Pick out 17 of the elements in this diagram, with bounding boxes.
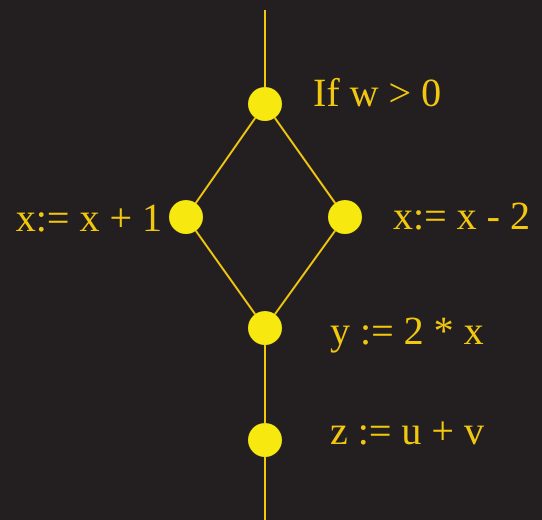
statement-text: x:= x - 2 bbox=[393, 194, 530, 238]
junction-dot bbox=[328, 200, 362, 234]
connector-line bbox=[195, 230, 256, 315]
connector-line bbox=[274, 117, 336, 204]
junction-dot bbox=[169, 200, 203, 234]
statement-text: x:= x + 1 bbox=[16, 196, 162, 240]
statement-text: y := 2 * x bbox=[330, 309, 484, 353]
connector-line bbox=[264, 457, 266, 520]
connector-line bbox=[264, 10, 266, 87]
junction-dot bbox=[248, 311, 282, 345]
statement-text: If w > 0 bbox=[313, 71, 442, 115]
connector-line bbox=[194, 117, 256, 204]
connector-line bbox=[274, 230, 336, 315]
junction-dot bbox=[248, 87, 282, 121]
connector-line bbox=[264, 345, 266, 423]
junction-dot bbox=[248, 423, 282, 457]
statement-text: z := u + v bbox=[330, 409, 484, 453]
